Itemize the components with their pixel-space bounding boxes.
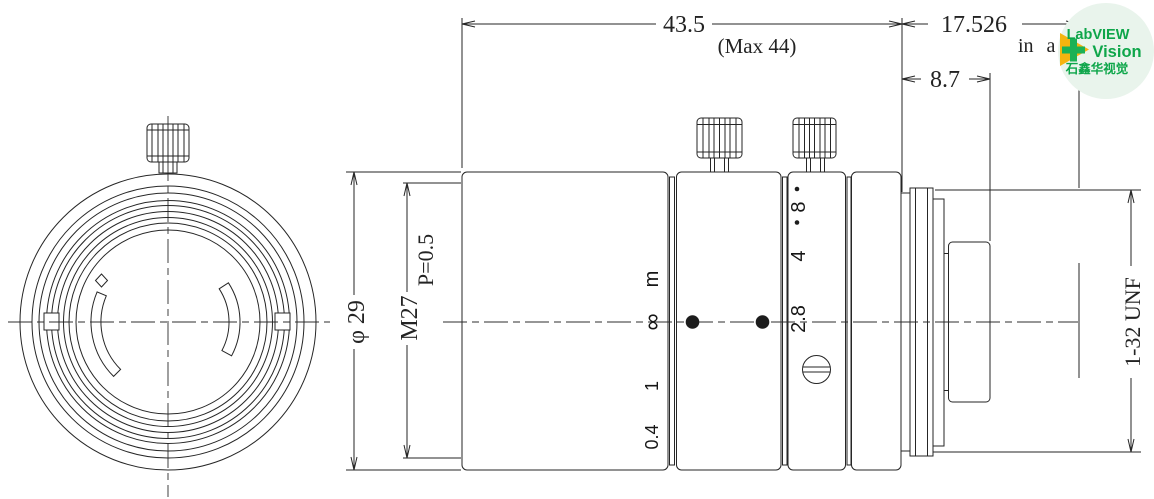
- dim-flange-distance-label: 17.526: [941, 12, 1007, 38]
- dim-mount-thread-label: 1-32 UNF: [1120, 277, 1145, 367]
- logo-vision-text: Vision: [1092, 43, 1141, 61]
- logo-chinese-text: 石鑫华视觉: [1065, 61, 1129, 76]
- aperture-dot-56: [794, 220, 800, 225]
- focus-index-dot: [685, 315, 700, 329]
- front-view: [8, 116, 330, 497]
- logo-plus-icon: [1062, 38, 1085, 62]
- aperture-dot-16: [794, 186, 800, 192]
- focus-scale: m ∞ 1 0.4: [639, 271, 666, 450]
- focus-1m-label: 1: [642, 381, 662, 391]
- focus-infinity-label: ∞: [639, 313, 666, 330]
- focus-ring-section: [676, 171, 782, 471]
- dim-front-diameter-label: φ 29: [344, 300, 370, 344]
- dimension-rear-distance: 8.7: [901, 67, 991, 241]
- dimension-total-length: 43.5 (Max 44): [461, 12, 903, 192]
- front-spanner-slots: [90, 273, 241, 378]
- dim-total-length-label: 43.5: [663, 12, 705, 38]
- side-view: m ∞ 1 0.4 8 4 2.8: [443, 117, 1078, 471]
- focus-unit-label: m: [641, 271, 663, 288]
- barrel-joint-2: [782, 176, 788, 466]
- dim-filter-thread-pitch-label: P=0.5: [413, 234, 438, 286]
- logo-labview-text: LabVIEW: [1067, 27, 1130, 43]
- dim-flange-note-label: in a: [1018, 35, 1056, 57]
- focus-04m-label: 0.4: [642, 424, 662, 449]
- aperture-lock-screw: [802, 355, 831, 384]
- dimension-mount-thread: 1-32 UNF: [933, 189, 1145, 453]
- aperture-index-dot: [755, 315, 770, 329]
- barrel-joint-3: [846, 176, 852, 466]
- rear-barrel-section: [851, 171, 902, 471]
- logo-background-circle: [1058, 3, 1154, 99]
- dim-rear-distance-label: 8.7: [930, 67, 960, 93]
- aperture-f4-label: 4: [788, 250, 810, 261]
- barrel-joint-1: [669, 176, 675, 466]
- lens-barrel-sections: [461, 171, 902, 471]
- aperture-f28-label: 2.8: [788, 305, 810, 333]
- aperture-ring-section: [787, 171, 846, 471]
- vendor-logo: in a LabVIEW Vision 石鑫华视觉: [1018, 3, 1154, 99]
- dimension-flange-distance: 17.526: [901, 12, 1080, 378]
- dim-filter-thread-label: M27: [397, 295, 423, 340]
- side-thumb-screw-1: [696, 117, 743, 173]
- side-thumb-screw-2: [792, 117, 837, 173]
- aperture-f8-label: 8: [788, 201, 810, 212]
- dim-max-length-label: (Max 44): [718, 34, 797, 58]
- aperture-scale: 8 4 2.8: [788, 186, 831, 384]
- front-barrel-section: [461, 171, 669, 471]
- dimension-filter-thread: M27 P=0.5: [397, 182, 461, 459]
- dimension-front-diameter: φ 29: [344, 171, 461, 471]
- front-side-tabs: [43, 312, 291, 331]
